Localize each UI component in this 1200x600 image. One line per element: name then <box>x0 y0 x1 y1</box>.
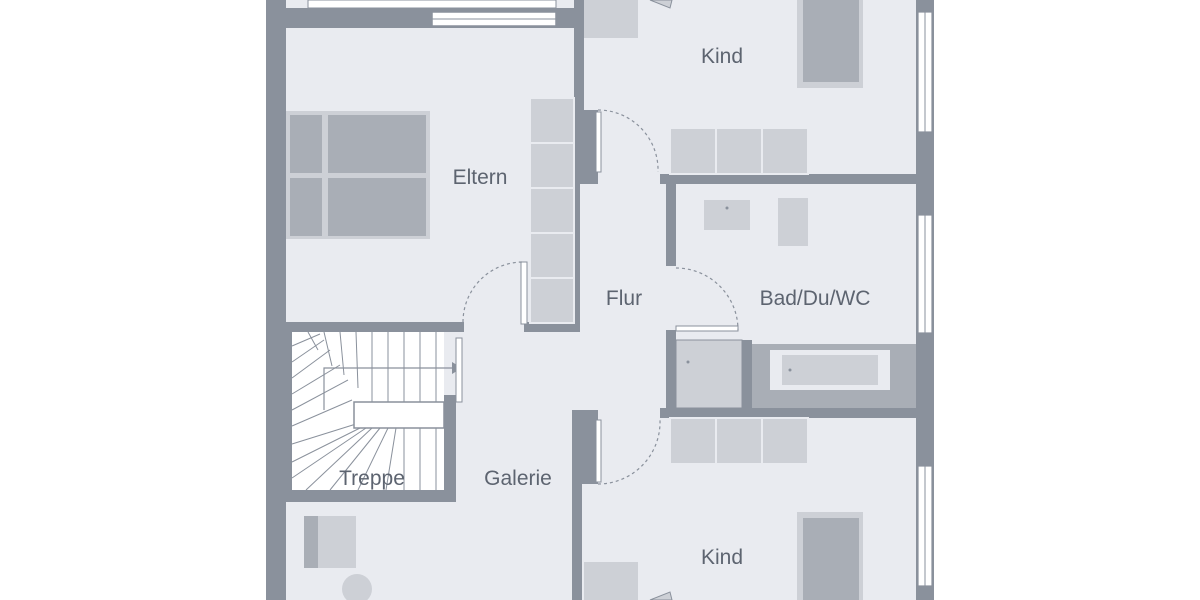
washbasin <box>704 200 750 230</box>
kind-top-furniture <box>584 0 863 175</box>
room-label-kind-bottom: Kind <box>701 546 743 569</box>
room-label-galerie: Galerie <box>484 467 552 490</box>
room-label-treppe: Treppe <box>339 467 405 490</box>
kind-bottom-door <box>595 419 661 485</box>
wardrobe-kind-top <box>669 127 809 175</box>
shower <box>675 339 743 409</box>
kind-bottom-furniture <box>584 417 863 600</box>
desk-top <box>584 0 638 38</box>
eltern-wardrobe <box>529 97 575 324</box>
room-label-flur: Flur <box>606 287 642 310</box>
kind-top-door <box>595 109 659 173</box>
exterior-walls <box>266 0 934 600</box>
galerie-furniture <box>304 516 372 600</box>
bad-fixtures <box>675 198 916 409</box>
toilet <box>778 214 808 246</box>
bad-door <box>675 267 739 332</box>
room-labels: Kind Eltern Flur Bad/Du/WC Treppe Galeri… <box>339 45 870 569</box>
eltern-bed <box>286 111 430 239</box>
room-label-kind-top: Kind <box>701 45 743 68</box>
room-label-bad: Bad/Du/WC <box>760 287 871 310</box>
side-table <box>342 574 372 600</box>
stair-railing <box>455 337 463 403</box>
desk-bottom <box>584 562 638 600</box>
staircase <box>291 331 462 491</box>
room-label-eltern: Eltern <box>453 166 508 189</box>
interior-walls <box>286 0 916 600</box>
window-top-eltern <box>307 0 557 27</box>
wardrobe-kind-bottom <box>669 417 809 465</box>
eltern-door <box>462 261 528 325</box>
